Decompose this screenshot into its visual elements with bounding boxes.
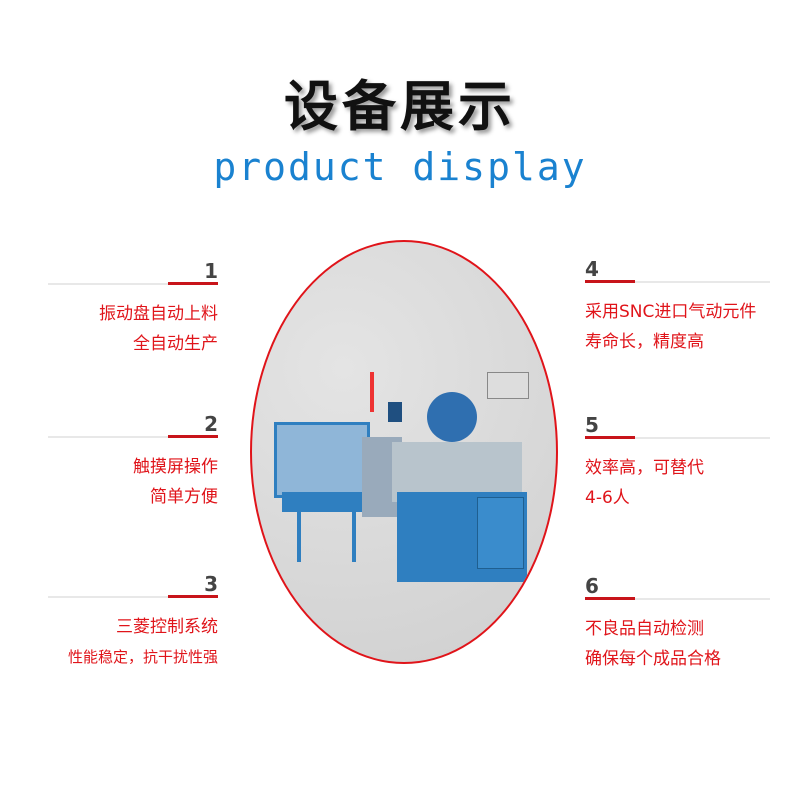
feature-text: 简单方便 — [150, 487, 218, 507]
feature-text: 确保每个成品合格 — [585, 649, 721, 669]
page-title: 设备展示 — [284, 75, 516, 138]
feature-text: 全自动生产 — [133, 334, 218, 354]
divider — [48, 435, 218, 438]
feature-text: 效率高，可替代 — [585, 458, 704, 478]
feature-text: 三菱控制系统 — [116, 617, 218, 637]
page-subtitle: product display — [213, 145, 587, 189]
feature-number: 2 — [204, 412, 218, 436]
feature-2: 2 触摸屏操作 简单方便 — [48, 412, 218, 512]
feature-6: 6 不良品自动检测 确保每个成品合格 — [585, 574, 770, 674]
divider — [48, 282, 218, 285]
feature-number: 4 — [585, 257, 599, 281]
feature-number: 5 — [585, 413, 599, 437]
feature-text: 寿命长，精度高 — [585, 332, 704, 352]
feature-4: 4 采用SNC进口气动元件 寿命长，精度高 — [585, 257, 770, 357]
feature-number: 1 — [204, 259, 218, 283]
feature-text: 4-6人 — [585, 488, 630, 508]
feature-5: 5 效率高，可替代 4-6人 — [585, 413, 770, 513]
feature-number: 6 — [585, 574, 599, 598]
divider — [585, 280, 770, 283]
feature-text: 性能稳定，抗干扰性强 — [67, 648, 218, 666]
divider — [585, 436, 770, 439]
feature-text: 触摸屏操作 — [133, 457, 218, 477]
feature-3: 3 三菱控制系统 性能稳定，抗干扰性强 — [48, 572, 218, 672]
product-image-frame — [250, 240, 558, 664]
divider — [585, 597, 770, 600]
feature-text: 振动盘自动上料 — [99, 304, 218, 324]
feature-text: 采用SNC进口气动元件 — [585, 302, 757, 322]
feature-1: 1 振动盘自动上料 全自动生产 — [48, 259, 218, 359]
divider — [48, 595, 218, 598]
feature-text: 不良品自动检测 — [585, 619, 704, 639]
feature-number: 3 — [204, 572, 218, 596]
